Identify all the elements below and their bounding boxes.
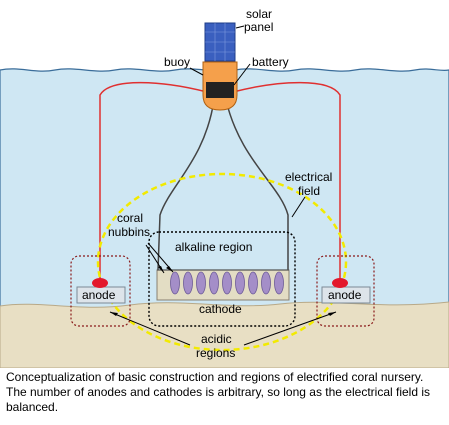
right-anode-connector [332, 278, 348, 288]
coral-nubbin [222, 271, 232, 295]
left-anode-label: anode [82, 288, 116, 302]
coral-nubbins-label-line1: coral [117, 211, 143, 225]
figure-caption: Conceptualization of basic construction … [6, 370, 431, 414]
acidic-regions-leader-left [109, 311, 191, 346]
cathode-wire-left [157, 99, 215, 271]
electrical-field-leader [291, 196, 306, 218]
coral-nubbin [235, 271, 245, 295]
coral-nubbin [183, 271, 193, 295]
cathode-label: cathode [199, 302, 242, 316]
right-anode [321, 286, 371, 304]
battery-leader [233, 63, 251, 86]
right-anode-wire [232, 81, 341, 282]
alkaline-region-box [148, 231, 296, 327]
left-acidic-region-box [70, 255, 131, 327]
cathode-wire-right [225, 99, 289, 270]
coral-nubbin [170, 271, 180, 295]
solar-panel-label-line1: solar [246, 7, 272, 21]
coral-nubbin [261, 271, 271, 295]
solar-panel-grid [205, 23, 235, 61]
leader-arrowhead [110, 312, 118, 316]
coral-nubbin [274, 271, 284, 295]
right-acidic-region-box [316, 255, 375, 327]
sea-floor [0, 301, 449, 368]
solar-panel-leader [235, 25, 245, 29]
coral-nubbins-label-line2: nubbins [108, 225, 150, 239]
alkaline-region-label: alkaline region [175, 240, 252, 254]
coral-nubbin [196, 271, 206, 295]
acidic-regions-leader-right [243, 311, 337, 346]
electrified-coral-nursery-diagram: solar panel buoy battery electrical fiel… [0, 7, 449, 368]
leader-arrowhead [158, 266, 164, 273]
buoy-leader [189, 67, 204, 76]
left-anode-wire [99, 81, 208, 282]
left-anode-connector [92, 278, 108, 288]
electrical-field [96, 172, 348, 352]
leader-arrowhead [328, 312, 336, 316]
coral-nubbins [170, 271, 284, 295]
battery-label: battery [252, 55, 289, 69]
battery [206, 82, 234, 98]
buoy-label: buoy [164, 55, 190, 69]
leader-arrowhead [166, 266, 173, 272]
solar-panel-label-line2: panel [244, 20, 273, 34]
acidic-regions-label-line2: regions [196, 346, 235, 360]
electrical-field-label-line1: electrical [285, 170, 332, 184]
acidic-regions-label-line1: acidic [201, 332, 232, 346]
right-anode-label: anode [328, 288, 362, 302]
electrical-field-label-line2: field [298, 184, 320, 198]
coral-nubbin [248, 271, 258, 295]
coral-nubbin [209, 271, 219, 295]
leader-arrowheads [110, 266, 336, 316]
